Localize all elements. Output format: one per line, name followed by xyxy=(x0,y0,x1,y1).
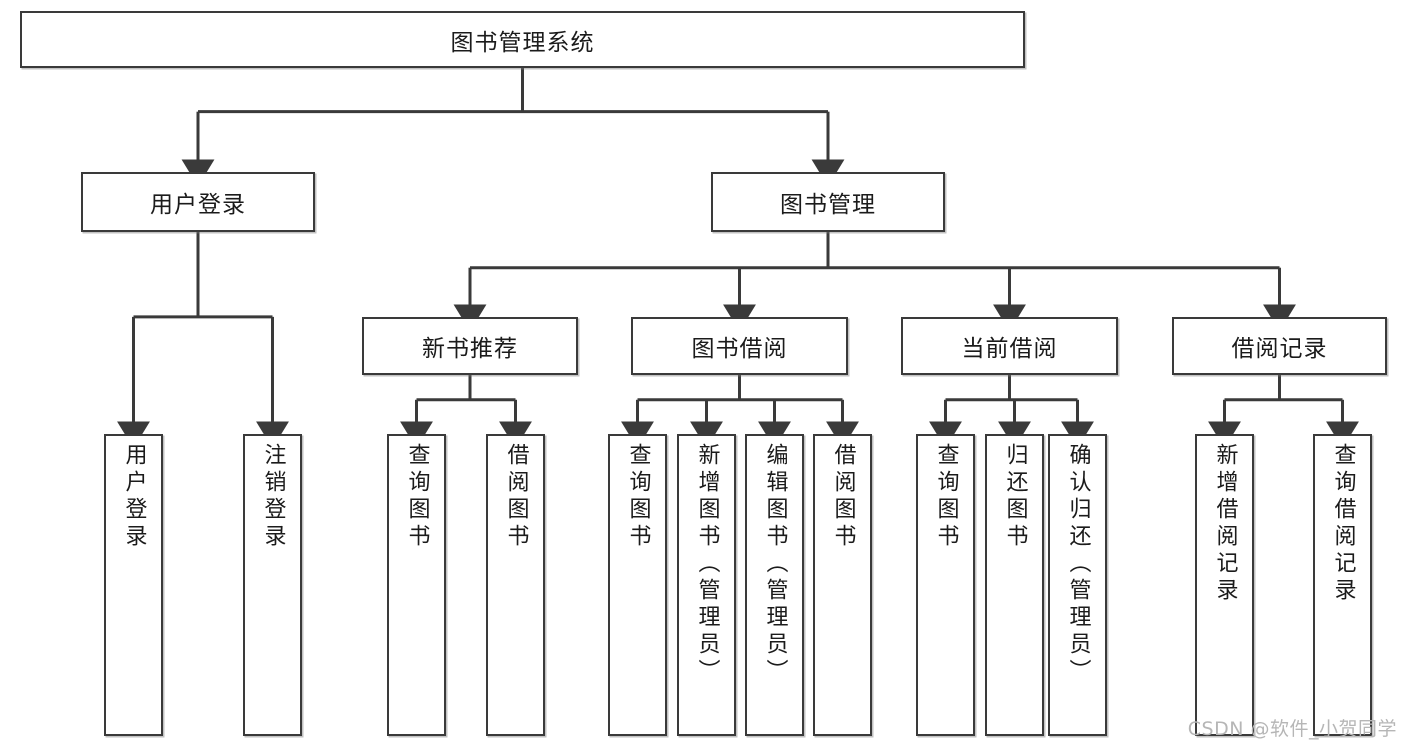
node-root-label: 图书管理系统 xyxy=(450,29,595,56)
node-leaf-add-book[interactable]: 新增图书（管理员） xyxy=(677,434,736,736)
node-leaf-user-login[interactable]: 用户登录 xyxy=(104,434,163,736)
node-leaf-borrow-book-1[interactable]: 借阅图书 xyxy=(486,434,545,736)
node-book-manage[interactable]: 图书管理 xyxy=(711,172,945,232)
node-leaf-confirm-return-label: 确认归还（管理员） xyxy=(1065,443,1091,686)
node-leaf-query-record-label: 查询借阅记录 xyxy=(1330,443,1356,605)
node-leaf-user-logout-label: 注销登录 xyxy=(260,443,286,551)
node-leaf-borrow-book-2[interactable]: 借阅图书 xyxy=(813,434,872,736)
csdn-watermark: CSDN @软件_小贺同学 xyxy=(1187,718,1397,740)
node-borrow-record[interactable]: 借阅记录 xyxy=(1172,317,1387,375)
node-leaf-confirm-return[interactable]: 确认归还（管理员） xyxy=(1048,434,1107,736)
node-leaf-add-book-label: 新增图书（管理员） xyxy=(694,443,720,686)
node-book-borrow[interactable]: 图书借阅 xyxy=(631,317,848,375)
node-root[interactable]: 图书管理系统 xyxy=(20,11,1025,68)
node-leaf-edit-book-label: 编辑图书（管理员） xyxy=(762,443,788,686)
node-leaf-query-book-2-label: 查询图书 xyxy=(625,443,651,551)
node-book-borrow-label: 图书借阅 xyxy=(691,336,788,362)
node-borrow-record-label: 借阅记录 xyxy=(1231,336,1328,362)
node-current-borrow-label: 当前借阅 xyxy=(961,336,1058,362)
node-book-manage-label: 图书管理 xyxy=(780,192,876,218)
node-current-borrow[interactable]: 当前借阅 xyxy=(901,317,1118,375)
node-leaf-add-record[interactable]: 新增借阅记录 xyxy=(1195,434,1254,736)
node-new-book-rec-label: 新书推荐 xyxy=(422,336,518,362)
node-leaf-return-book[interactable]: 归还图书 xyxy=(985,434,1044,736)
node-user-login[interactable]: 用户登录 xyxy=(81,172,315,232)
node-leaf-return-book-label: 归还图书 xyxy=(1002,443,1028,551)
node-leaf-query-book-1-label: 查询图书 xyxy=(404,443,430,551)
node-leaf-edit-book[interactable]: 编辑图书（管理员） xyxy=(745,434,804,736)
node-leaf-query-book-3-label: 查询图书 xyxy=(933,443,959,551)
node-user-login-label: 用户登录 xyxy=(150,192,246,218)
node-new-book-rec[interactable]: 新书推荐 xyxy=(362,317,578,375)
node-leaf-user-logout[interactable]: 注销登录 xyxy=(243,434,302,736)
node-leaf-query-record[interactable]: 查询借阅记录 xyxy=(1313,434,1372,736)
node-leaf-add-record-label: 新增借阅记录 xyxy=(1212,443,1238,605)
node-leaf-query-book-2[interactable]: 查询图书 xyxy=(608,434,667,736)
node-leaf-user-login-label: 用户登录 xyxy=(121,443,147,551)
node-leaf-query-book-3[interactable]: 查询图书 xyxy=(916,434,975,736)
node-leaf-borrow-book-1-label: 借阅图书 xyxy=(503,443,529,551)
node-leaf-borrow-book-2-label: 借阅图书 xyxy=(830,443,856,551)
node-leaf-query-book-1[interactable]: 查询图书 xyxy=(387,434,446,736)
